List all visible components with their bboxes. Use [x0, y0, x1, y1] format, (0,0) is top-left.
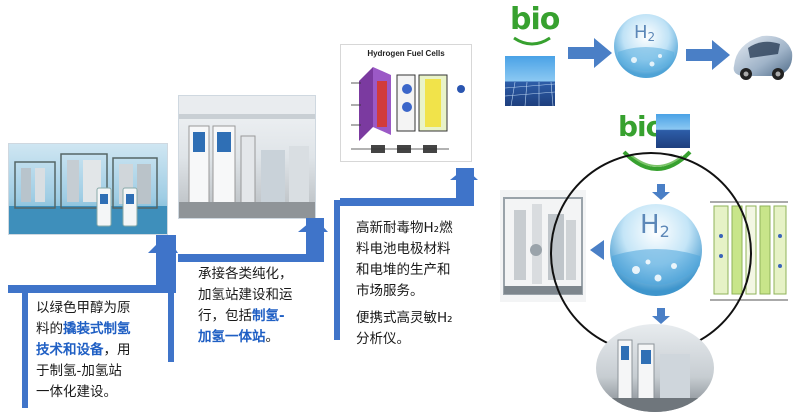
skid-equipment-illustration — [9, 153, 167, 234]
step2-line4-highlight: 加氢一体站 — [198, 329, 266, 345]
step2-line3-highlight: 制氢- — [252, 308, 285, 324]
step1-description: 以绿色甲醇为原 料的撬装式制氢 技术和设备，用 于制氢-加氢站 一体化建设。 — [36, 298, 176, 403]
h2-droplet-top — [614, 14, 678, 78]
flow-arrow-1 — [568, 38, 612, 68]
h2-label-top: H2 — [634, 22, 655, 44]
flow-arrow-2 — [686, 40, 730, 70]
step1-connector-arrow — [8, 235, 178, 293]
step3-line3: 和电堆的生产和 — [356, 262, 451, 278]
station-bottom-illustration — [596, 339, 714, 412]
step3-line6: 分析仪。 — [356, 331, 410, 347]
step2-connector-arrow — [178, 218, 328, 262]
fuel-cell-diagram: Hydrogen Fuel Cells — [340, 44, 472, 162]
down-arrow-bottom — [652, 308, 670, 324]
hydrogen-car-icon — [733, 35, 793, 80]
h2-label-top-sub: 2 — [647, 30, 656, 44]
bio-logo-top: bio — [510, 2, 560, 37]
step1-line1: 以绿色甲醇为原 — [36, 300, 131, 316]
step2-description: 承接各类纯化， 加氢站建设和运 行，包括制氢- 加氢一体站。 — [198, 264, 328, 348]
solar-panel-photo-middle — [656, 114, 690, 148]
h2-label-large-h: H — [640, 210, 660, 240]
step1-line2a: 料的 — [36, 321, 63, 337]
h2-label-large: H2 — [640, 210, 670, 241]
hydrogen-station-illustration — [179, 96, 315, 218]
bio-leaf-icon — [513, 36, 551, 46]
step3-line5: 便携式高灵敏H₂ — [356, 310, 453, 326]
step1-line3b: ，用 — [103, 342, 131, 358]
fuel-cell-stack-drawing — [351, 67, 465, 153]
step3-line2: 料电池电极材料 — [356, 241, 451, 257]
step3-text-bar — [334, 200, 340, 340]
step1-line4: 于制氢-加氢站 — [36, 363, 122, 379]
hydrogen-station-photo — [178, 95, 316, 219]
step1-line5: 一体化建设。 — [36, 384, 117, 400]
h2-label-large-sub: 2 — [659, 222, 670, 241]
h2-droplet-large — [610, 204, 702, 296]
skid-equipment-photo — [8, 143, 168, 235]
step3-connector-arrow — [340, 168, 478, 206]
fuel-cell-title: Hydrogen Fuel Cells — [367, 49, 445, 58]
station-photo-bottom — [596, 324, 714, 412]
step1-text-bar — [22, 290, 28, 408]
step2-line4b: 。 — [265, 329, 280, 345]
step2-line3a: 行，包括 — [198, 308, 252, 324]
step2-text-bar — [168, 250, 174, 362]
step3-line1: 高新耐毒物H₂燃 — [356, 220, 453, 236]
step1-line2-highlight: 撬装式制氢 — [63, 321, 131, 337]
solar-panel-grid — [505, 81, 555, 106]
step1-line3-highlight: 技术和设备 — [36, 342, 104, 358]
step2-line2: 加氢站建设和运 — [198, 287, 293, 303]
down-arrow-top — [652, 184, 670, 200]
h2-label-top-h: H — [634, 22, 648, 43]
step2-line1: 承接各类纯化， — [198, 266, 293, 282]
solar-panel-photo-top — [505, 56, 555, 106]
step3-description: 高新耐毒物H₂燃 料电池电极材料 和电堆的生产和 市场服务。 便携式高灵敏H₂ … — [356, 218, 484, 350]
step3-line4: 市场服务。 — [356, 283, 424, 299]
left-arrow-circle — [590, 240, 604, 260]
